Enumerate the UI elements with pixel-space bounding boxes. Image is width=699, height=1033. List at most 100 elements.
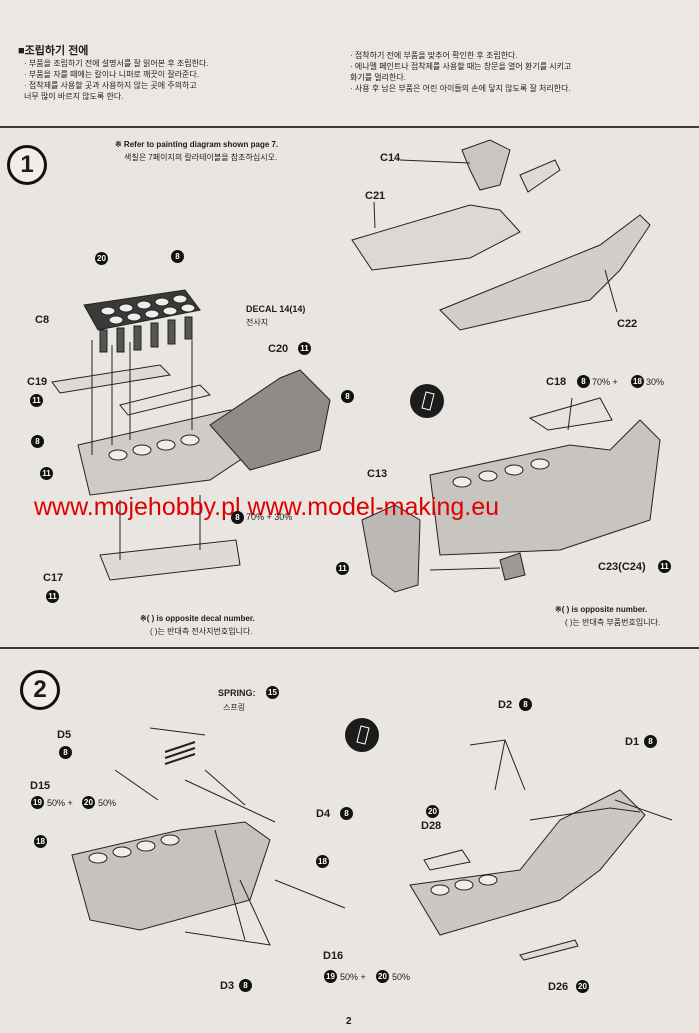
paint-20: 20 bbox=[426, 805, 439, 818]
spring-part bbox=[164, 741, 196, 765]
part-c14 bbox=[461, 139, 511, 191]
paint-15: 15 bbox=[266, 686, 279, 699]
note-line: · 부품을 자를 때에는 칼이나 니퍼로 깨끗이 잘라준다. bbox=[24, 70, 200, 79]
note-line: · 접착제를 사용할 곳과 사용하지 않는 곳에 주의하고 bbox=[24, 81, 197, 90]
glue-icon bbox=[410, 384, 444, 418]
part-c19 bbox=[51, 364, 172, 394]
part-gearbox bbox=[209, 369, 331, 471]
label-d26: D26 bbox=[548, 981, 569, 993]
label-c20: C20 bbox=[268, 343, 289, 355]
part-c13 bbox=[361, 504, 421, 593]
paint-8: 8 bbox=[341, 390, 354, 403]
label-c21: C21 bbox=[365, 190, 386, 202]
part-frame-step2 bbox=[409, 789, 646, 936]
part-c23 bbox=[499, 552, 526, 581]
paint-11: 11 bbox=[30, 394, 43, 407]
label-d15: D15 bbox=[30, 780, 51, 792]
part-c17 bbox=[99, 539, 241, 581]
label-c18: C18 bbox=[546, 376, 567, 388]
label-d2: D2 bbox=[498, 699, 513, 711]
left-notes: · 부품을 조립하기 전에 설명서를 잘 읽어본 후 조립한다. · 부품을 자… bbox=[24, 58, 209, 102]
mix-a: 50% + bbox=[47, 798, 73, 808]
paint-20: 20 bbox=[576, 980, 589, 993]
paint-18: 18 bbox=[316, 855, 329, 868]
part-c20 bbox=[119, 384, 211, 416]
label-c14: C14 bbox=[380, 152, 401, 164]
part-c14-arm bbox=[519, 159, 561, 193]
paint-8: 8 bbox=[577, 375, 590, 388]
paint-8: 8 bbox=[340, 807, 353, 820]
paint-11: 11 bbox=[336, 562, 349, 575]
page-number: 2 bbox=[346, 1016, 352, 1027]
label-c13: C13 bbox=[367, 468, 388, 480]
mix-a: 50% + bbox=[340, 972, 366, 982]
step-1-number: 1 bbox=[7, 145, 47, 185]
paint-8: 8 bbox=[59, 746, 72, 759]
paint-18: 18 bbox=[631, 375, 644, 388]
glue-icon bbox=[345, 718, 379, 752]
label-c17: C17 bbox=[43, 572, 64, 584]
paint-18: 18 bbox=[34, 835, 47, 848]
paint-8: 8 bbox=[644, 735, 657, 748]
step-2-number: 2 bbox=[20, 670, 60, 710]
refer-note-en: ※ Refer to painting diagram shown page 7… bbox=[115, 140, 279, 149]
note-line: · 사용 후 남은 부품은 어린 아이들의 손에 닿지 않도록 잘 처리한다. bbox=[350, 84, 571, 93]
section-divider bbox=[0, 647, 699, 649]
c18-mix-a: 70% + bbox=[592, 377, 618, 387]
note-line: · 에나멜 페인트나 접착제를 사용할 때는 창문을 열어 환기를 시키고 bbox=[350, 62, 572, 71]
label-decal: DECAL 14(14) bbox=[246, 304, 306, 314]
label-c8: C8 bbox=[35, 314, 50, 326]
paint-8: 8 bbox=[31, 435, 44, 448]
paint-20: 20 bbox=[376, 970, 389, 983]
paint-11: 11 bbox=[46, 590, 59, 603]
label-d16: D16 bbox=[323, 950, 344, 962]
paint-8: 8 bbox=[519, 698, 532, 711]
part-c21 bbox=[351, 204, 521, 271]
part-engine-right bbox=[429, 419, 661, 556]
note-line: 너무 많이 바르지 않도록 한다. bbox=[24, 92, 124, 101]
decal-note-kr: ( )는 반대측 전사지번호입니다. bbox=[150, 627, 253, 636]
label-d5: D5 bbox=[57, 729, 72, 741]
label-spring: SPRING: bbox=[218, 688, 256, 698]
part-d28 bbox=[423, 849, 471, 871]
part-c22 bbox=[439, 214, 651, 331]
refer-note-kr: 색칠은 7페이지의 칼라테이블을 참조하십시오. bbox=[124, 153, 278, 162]
header-panel bbox=[0, 0, 699, 126]
label-d28: D28 bbox=[421, 820, 442, 832]
note-line: · 부품을 조립하기 전에 설명서를 잘 읽어본 후 조립한다. bbox=[24, 59, 209, 68]
part-note-kr: ( )는 반대측 부품번호입니다. bbox=[565, 618, 661, 627]
label-d4: D4 bbox=[316, 808, 331, 820]
paint-19: 19 bbox=[324, 970, 337, 983]
paint-11: 11 bbox=[298, 342, 311, 355]
paint-8: 8 bbox=[239, 979, 252, 992]
label-spring-kr: 스프링 bbox=[223, 703, 246, 712]
note-line: · 접착하기 전에 부품을 맞추어 확인한 후 조립한다. bbox=[350, 51, 518, 60]
c18-mix-b: 30% bbox=[646, 377, 665, 387]
header-title: ■조립하기 전에 bbox=[18, 45, 89, 57]
paint-19: 19 bbox=[31, 796, 44, 809]
label-d1: D1 bbox=[625, 736, 640, 748]
right-notes: · 접착하기 전에 부품을 맞추어 확인한 후 조립한다. · 에나멜 페인트나… bbox=[350, 50, 571, 94]
label-d3: D3 bbox=[220, 980, 235, 992]
label-c19: C19 bbox=[27, 376, 48, 388]
paint-8: 8 bbox=[171, 250, 184, 263]
paint-8: 8 bbox=[231, 511, 244, 524]
part-d26 bbox=[519, 939, 579, 961]
label-c23: C23(C24) bbox=[598, 561, 646, 573]
mid-mix: 70% + 30% bbox=[246, 512, 293, 522]
mix-b: 50% bbox=[392, 972, 411, 982]
paint-11: 11 bbox=[658, 560, 671, 573]
decal-note-en: ※( ) is opposite decal number. bbox=[140, 614, 255, 623]
section-divider bbox=[0, 126, 699, 128]
paint-11: 11 bbox=[40, 467, 53, 480]
watermark: www.mojehobby.pl www.model-making.eu bbox=[34, 493, 500, 521]
mix-b: 50% bbox=[98, 798, 117, 808]
part-c18 bbox=[528, 397, 613, 431]
part-note-en: ※( ) is opposite number. bbox=[555, 605, 648, 614]
paint-20: 20 bbox=[82, 796, 95, 809]
note-line: 화기를 멀리한다. bbox=[350, 73, 406, 82]
paint-20: 20 bbox=[95, 252, 108, 265]
label-decal-kr: 전사지 bbox=[246, 318, 269, 327]
label-c22: C22 bbox=[617, 318, 638, 330]
